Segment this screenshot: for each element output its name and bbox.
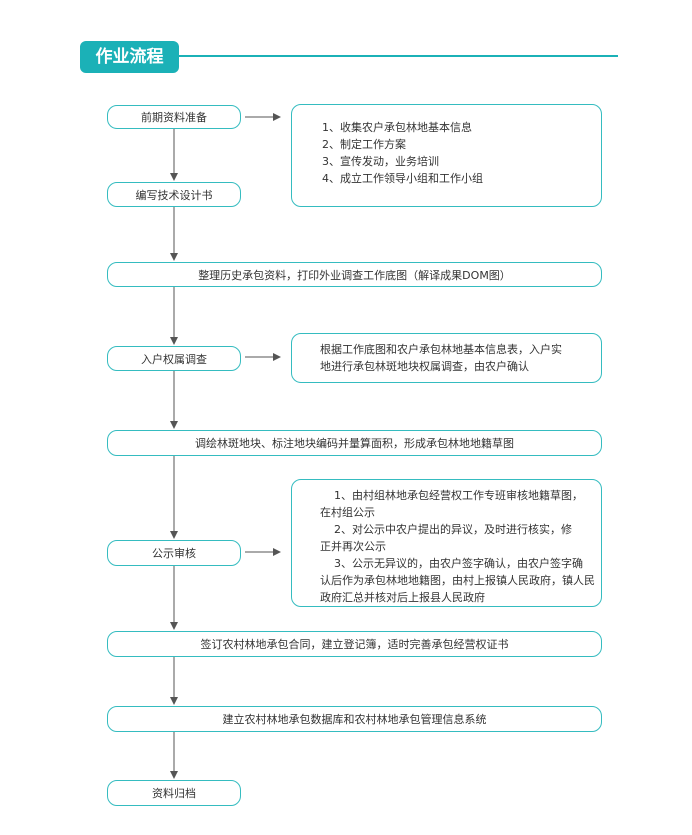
note-publicity-details: 1、由村组林地承包经营权工作专班审核地籍草图， 在村组公示 2、对公示中农户提出… <box>291 479 602 607</box>
note-line: 2、制定工作方案 <box>322 138 406 151</box>
note-survey-details: 根据工作底图和农户承包林地基本信息表，入户实 地进行承包林斑地块权属调查，由农户… <box>291 333 602 383</box>
note-line: 3、宣传发动，业务培训 <box>322 155 439 168</box>
note-line: 地进行承包林斑地块权属调查，由农户确认 <box>320 360 529 373</box>
note-prep-details: 1、收集农户承包林地基本信息 2、制定工作方案 3、宣传发动，业务培训 4、成立… <box>291 104 602 207</box>
note-line: 3、公示无异议的，由农户签字确认，由农户签字确 <box>334 557 583 570</box>
note-line: 在村组公示 <box>320 506 375 519</box>
step-publicity-review: 公示审核 <box>107 540 241 566</box>
note-line: 4、成立工作领导小组和工作小组 <box>322 172 483 185</box>
note-line: 根据工作底图和农户承包林地基本信息表，入户实 <box>320 343 562 356</box>
note-line: 认后作为承包林地地籍图，由村上报镇人民政府，镇人民 <box>320 574 595 587</box>
step-build-database: 建立农村林地承包数据库和农村林地承包管理信息系统 <box>107 706 602 732</box>
step-prep-materials: 前期资料准备 <box>107 105 241 129</box>
step-organize-history: 整理历史承包资料，打印外业调查工作底图（解译成果DOM图） <box>107 262 602 287</box>
section-title: 作业流程 <box>80 41 179 73</box>
note-line: 1、收集农户承包林地基本信息 <box>322 121 472 134</box>
title-underline <box>179 55 618 57</box>
note-line: 正并再次公示 <box>320 540 386 553</box>
note-line: 1、由村组林地承包经营权工作专班审核地籍草图， <box>334 489 583 502</box>
step-household-survey: 入户权属调查 <box>107 346 241 371</box>
step-sign-contract: 签订农村林地承包合同，建立登记簿，适时完善承包经营权证书 <box>107 631 602 657</box>
note-line: 2、对公示中农户提出的异议，及时进行核实，修 <box>334 523 572 536</box>
step-archive: 资料归档 <box>107 780 241 806</box>
step-plot-mapping: 调绘林斑地块、标注地块编码并量算面积，形成承包林地地籍草图 <box>107 430 602 456</box>
step-write-tech-design: 编写技术设计书 <box>107 182 241 207</box>
note-line: 政府汇总并核对后上报县人民政府 <box>320 591 485 604</box>
